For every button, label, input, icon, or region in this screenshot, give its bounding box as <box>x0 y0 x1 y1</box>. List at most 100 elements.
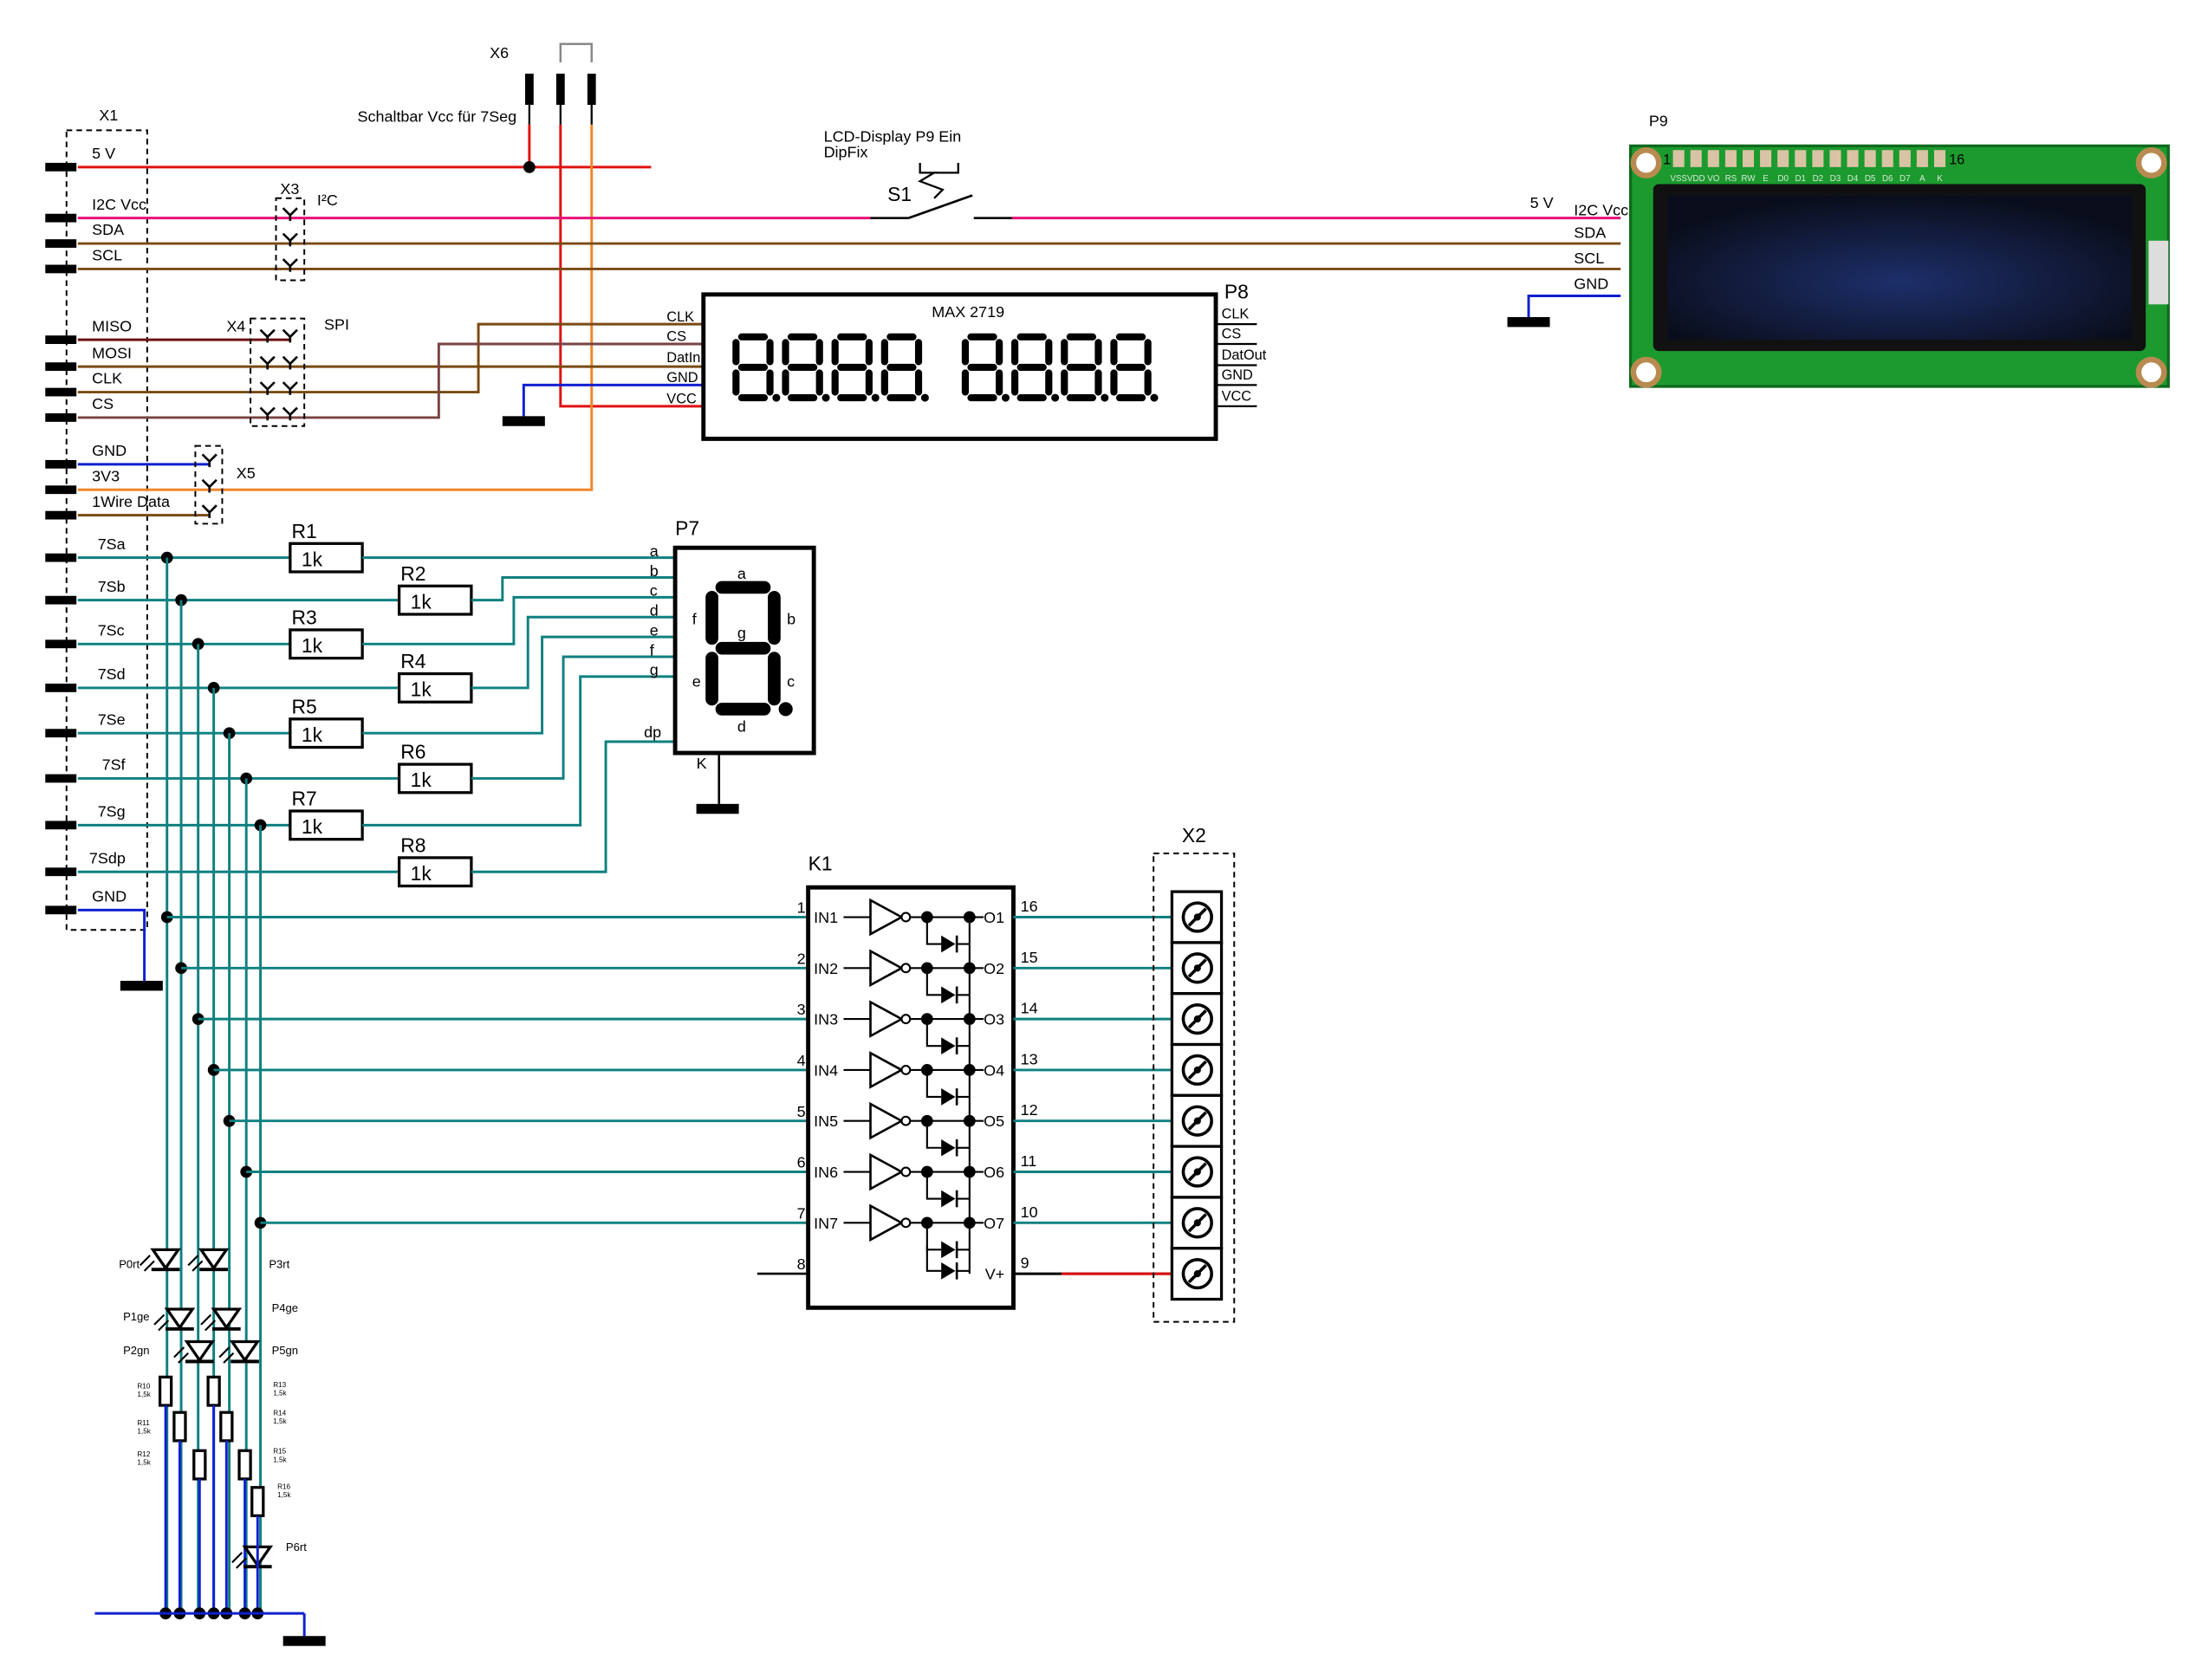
x4-ref: X4 <box>226 317 245 334</box>
k1-pin-number: 8 <box>797 1255 806 1273</box>
socket-contact <box>282 355 298 366</box>
inverter-symbol <box>869 1101 905 1140</box>
segment-dp <box>1101 393 1109 402</box>
header-pin <box>45 162 77 172</box>
p8-digit <box>1011 333 1060 402</box>
inverter-bubble <box>900 1064 912 1075</box>
x1-pin-label: 7Sc <box>98 621 125 639</box>
header-pin <box>45 413 77 422</box>
wire-gnd <box>1527 295 1621 317</box>
resistor-value: 1k <box>302 548 323 570</box>
k1-pin-number: 9 <box>1021 1255 1029 1272</box>
junction-dot <box>920 911 933 924</box>
x3-label: I²C <box>317 191 338 209</box>
lcd-pin-name: D6 <box>1882 174 1893 184</box>
header-pin <box>45 774 77 783</box>
wire-segment <box>471 655 676 780</box>
inverter-bubble <box>900 1115 912 1126</box>
lcd-pin <box>1933 150 1946 167</box>
x1-pin-label: GND <box>92 442 127 459</box>
x1-pin-label: 3V3 <box>92 467 120 484</box>
x1-pin-label: 7Sa <box>98 535 126 553</box>
connector-x1 <box>65 129 148 931</box>
header-pin <box>45 595 77 605</box>
resistor-r14 <box>219 1411 234 1443</box>
k1-pin-number: 13 <box>1021 1050 1038 1067</box>
led-p3rt <box>187 1248 230 1272</box>
switch-actuator <box>934 162 959 174</box>
resistor-ref: R8 <box>400 834 425 856</box>
lcd-pin <box>1916 150 1928 167</box>
p8-pin-label: DatIn <box>666 350 700 366</box>
x4-label: SPI <box>324 316 349 334</box>
k1-internal <box>925 1171 942 1200</box>
x1-pin-label: 1Wire Data <box>92 493 170 510</box>
segment-dp <box>1150 393 1159 402</box>
light-arrow-icon <box>153 1314 166 1326</box>
x1-pin-label: MISO <box>92 317 132 334</box>
p8-digit <box>1061 333 1109 402</box>
wire-segment <box>471 740 676 873</box>
resistor-value: 1k <box>411 862 432 885</box>
k1-internal <box>925 1245 942 1272</box>
screw-terminal <box>1170 1145 1224 1199</box>
lcd-pin <box>1847 150 1859 167</box>
lcd-pin <box>1672 150 1685 167</box>
k1-pin-number: 10 <box>1021 1203 1038 1221</box>
segment-dp <box>772 393 781 402</box>
k1-pin-number: 16 <box>1021 898 1038 915</box>
x1-pin-label: 7Se <box>98 710 126 728</box>
segment-dp <box>822 393 830 402</box>
segment-dp <box>871 393 880 402</box>
header-pin <box>45 684 77 692</box>
diode-symbol <box>941 986 956 1004</box>
socket-contact <box>282 207 298 217</box>
wire-segment <box>362 595 676 645</box>
jumper-pin <box>587 74 596 105</box>
k1-input-label: IN7 <box>814 1215 838 1232</box>
connector-x5 <box>194 444 224 525</box>
socket-contact <box>259 355 276 366</box>
k1-pin-number: 5 <box>797 1103 806 1120</box>
screw-terminal <box>1170 941 1224 996</box>
s1-label: LCD-Display P9 Ein <box>824 127 962 145</box>
lcd-pin-name: E <box>1763 174 1769 184</box>
resistor-value: 1,5k <box>273 1456 287 1463</box>
switch-actuator <box>918 162 945 199</box>
p7-ref: P7 <box>675 517 699 540</box>
p9-label: GND <box>1574 275 1608 292</box>
socket-contact <box>282 328 298 339</box>
header-pin <box>45 264 77 274</box>
resistor-ref: R10 <box>137 1382 150 1390</box>
p9-label: SCL <box>1574 250 1604 267</box>
k1-pin-number: 6 <box>797 1154 806 1171</box>
socket-contact <box>282 406 298 417</box>
k1-pin-number: 3 <box>797 1001 806 1018</box>
k1-output-label: O1 <box>984 909 1004 926</box>
lcd-pin-name: D7 <box>1900 174 1911 184</box>
resistor-ref: R5 <box>291 695 316 717</box>
p9-label: SDA <box>1574 224 1606 242</box>
resistor-value: 1k <box>302 723 323 746</box>
seg-label: e <box>692 672 701 690</box>
p8-pin-label: CS <box>1222 326 1242 341</box>
light-arrow-icon <box>139 1255 151 1267</box>
led-p2gn <box>173 1339 216 1364</box>
x1-pin-label: 5 V <box>92 145 115 162</box>
x6-ref: X6 <box>490 44 509 62</box>
x1-pin-label: CS <box>92 395 114 412</box>
resistor-r13 <box>206 1375 221 1407</box>
p9-ref: P9 <box>1649 112 1668 129</box>
mounting-hole <box>1630 146 1662 178</box>
resistor-r4 <box>397 671 473 704</box>
k1-output-label: O7 <box>984 1215 1004 1232</box>
jumper-bridge <box>559 42 593 62</box>
x6-label: Schaltbar Vcc für 7Seg <box>358 108 517 126</box>
resistor-value: 1k <box>302 634 323 657</box>
junction-dot <box>963 1114 976 1127</box>
ground-symbol <box>282 1636 326 1646</box>
diode-symbol <box>941 935 956 953</box>
header-pin <box>45 362 77 372</box>
resistor-value: 1,5k <box>137 1391 151 1398</box>
p7-pin-label: dp <box>644 723 661 741</box>
